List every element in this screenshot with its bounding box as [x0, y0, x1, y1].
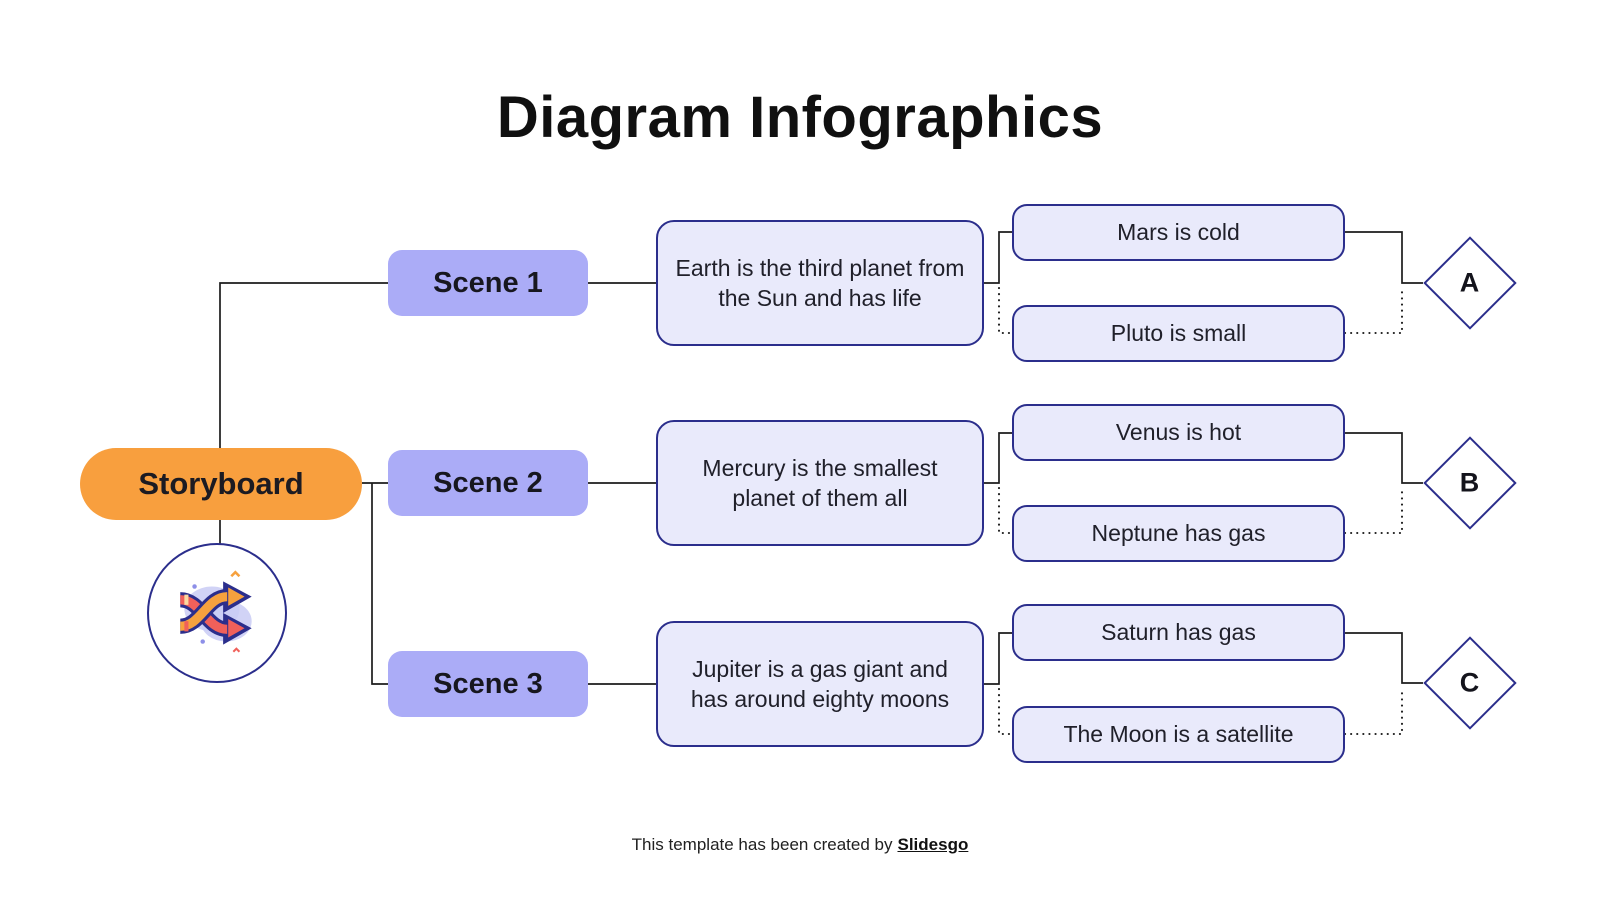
result-c-label: C	[1460, 667, 1480, 698]
scene-1-description-box: Earth is the third planet from the Sun a…	[656, 220, 984, 346]
shuffle-arrows-icon	[179, 570, 252, 653]
result-b-label: B	[1460, 467, 1480, 498]
scene-1-description: Earth is the third planet from the Sun a…	[675, 254, 965, 311]
scene-2-branch-1-box: Venus is hot	[1012, 404, 1345, 461]
dotted-branch2-to-diamond-c	[1343, 687, 1404, 736]
scene-1-box: Scene 1	[388, 250, 588, 316]
scene-3-branch-2-label: The Moon is a satellite	[1063, 721, 1294, 747]
connector-root-to-scene1	[219, 282, 388, 448]
scene-2-branch-2-box: Neptune has gas	[1012, 505, 1345, 562]
scene-3-box: Scene 3	[388, 651, 588, 717]
connector-branch1-to-diamond-c	[1345, 632, 1423, 684]
connector-branch1-to-diamond-b	[1345, 432, 1423, 484]
connector-desc3-to-branch1	[984, 632, 1012, 685]
scene-3-description-box: Jupiter is a gas giant and has around ei…	[656, 621, 984, 747]
connector-desc1-to-branch1	[984, 231, 1012, 284]
storyboard-icon-circle	[147, 543, 287, 683]
slidesgo-link[interactable]: Slidesgo	[897, 835, 969, 854]
dotted-branch2-to-diamond-a	[1343, 286, 1404, 335]
dotted-desc2-to-branch2	[997, 486, 1014, 535]
connector-root-to-scene3	[371, 483, 388, 685]
footer-credit-text: This template has been created by	[631, 835, 893, 854]
scene-3-label: Scene 3	[433, 667, 543, 700]
scene-1-branch-1-label: Mars is cold	[1117, 219, 1240, 245]
scene-3-branch-1-label: Saturn has gas	[1101, 619, 1256, 645]
page-title: Diagram Infographics	[496, 85, 1104, 150]
scene-1-branch-2-box: Pluto is small	[1012, 305, 1345, 362]
scene-3-branch-1-box: Saturn has gas	[1012, 604, 1345, 661]
connector-branch1-to-diamond-a	[1345, 231, 1423, 284]
dotted-branch2-to-diamond-b	[1343, 486, 1404, 535]
scene-2-description-box: Mercury is the smallest planet of them a…	[656, 420, 984, 546]
result-a-label: A	[1460, 267, 1480, 298]
scene-2-box: Scene 2	[388, 450, 588, 516]
scene-1-label: Scene 1	[433, 266, 543, 299]
storyboard-node: Storyboard	[80, 448, 362, 520]
scene-2-branch-2-label: Neptune has gas	[1091, 520, 1266, 546]
dotted-desc1-to-branch2	[997, 286, 1014, 335]
scene-2-label: Scene 2	[433, 466, 543, 499]
dotted-desc3-to-branch2	[997, 687, 1014, 736]
scene-1-branch-2-label: Pluto is small	[1110, 320, 1247, 346]
scene-3-branch-2-box: The Moon is a satellite	[1012, 706, 1345, 763]
scene-1-branch-1-box: Mars is cold	[1012, 204, 1345, 261]
scene-2-description: Mercury is the smallest planet of them a…	[702, 454, 938, 511]
storyboard-label: Storyboard	[138, 466, 304, 501]
scene-2-branch-1-label: Venus is hot	[1115, 419, 1242, 445]
connector-desc2-to-branch1	[984, 432, 1012, 484]
scene-3-description: Jupiter is a gas giant and has around ei…	[690, 655, 950, 712]
